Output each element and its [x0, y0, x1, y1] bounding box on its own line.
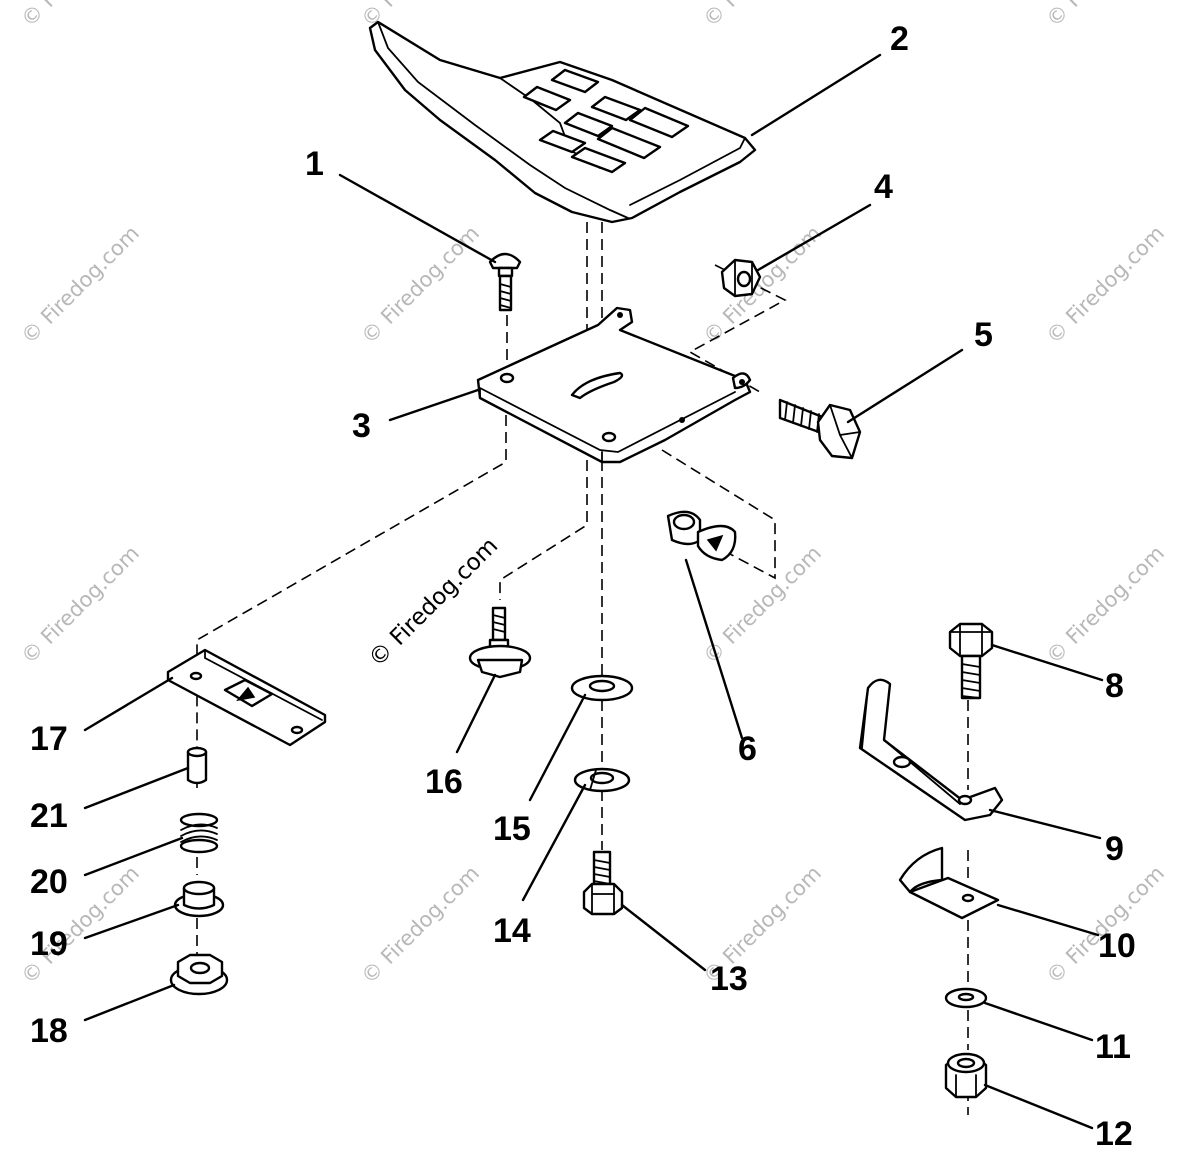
callout-2: 2 [890, 20, 909, 58]
watermark-text: © Firedog.com [699, 221, 826, 348]
watermark-text: © Firedog.com [357, 221, 484, 348]
clip [666, 510, 737, 562]
callout-5: 5 [974, 316, 993, 354]
callout-21: 21 [30, 797, 68, 835]
hex-bolt-8 [948, 622, 994, 700]
shoulder-bolt [468, 606, 532, 679]
callout-9: 9 [1105, 830, 1124, 868]
pin [186, 746, 208, 785]
callout-3: 3 [352, 407, 371, 445]
callout-18: 18 [30, 1012, 68, 1050]
callout-16: 16 [425, 763, 463, 801]
lock-nut [944, 1052, 988, 1099]
callout-6: 6 [738, 730, 757, 768]
hex-nut [720, 258, 762, 298]
callout-11: 11 [1095, 1028, 1131, 1066]
bracket [858, 678, 1004, 822]
watermark-text: © Firedog.com [1042, 221, 1169, 348]
callout-15: 15 [493, 810, 531, 848]
washer-11 [944, 987, 988, 1009]
carriage-bolt [488, 252, 522, 312]
callout-19: 19 [30, 925, 68, 963]
callout-20: 20 [30, 863, 68, 901]
leader-lines [83, 53, 1104, 1130]
hex-bolt-13 [582, 850, 624, 916]
callout-17: 17 [30, 720, 68, 758]
callout-12: 12 [1095, 1115, 1133, 1153]
callout-labels: 1 2 3 4 5 6 8 9 10 11 12 13 14 15 16 17 … [30, 20, 1136, 1153]
flange-bolt [778, 398, 862, 460]
callout-1: 1 [305, 145, 324, 183]
spring [179, 812, 219, 854]
callout-13: 13 [710, 960, 748, 998]
seat [368, 20, 757, 224]
flange-nut [169, 953, 229, 996]
watermark-text: © Firedog.com [357, 861, 484, 988]
watermark-text: © Firedog.com [699, 0, 826, 32]
lock-washer [573, 767, 631, 793]
watermark-text: © Firedog.com [17, 221, 144, 348]
callout-10: 10 [1098, 927, 1136, 965]
flat-washer [570, 674, 634, 702]
callout-8: 8 [1105, 667, 1124, 705]
slide-track [166, 648, 327, 747]
watermark-text: © Firedog.com [17, 0, 144, 32]
seat-pan-bracket [476, 306, 752, 464]
callout-14: 14 [493, 912, 531, 950]
watermark-text: © Firedog.com [17, 541, 144, 668]
clip-plate [898, 846, 1000, 920]
bushing [173, 880, 225, 918]
watermark-text: © Firedog.com [1042, 0, 1169, 32]
callout-4: 4 [874, 168, 893, 206]
watermark-text: © Firedog.com [1042, 541, 1169, 668]
